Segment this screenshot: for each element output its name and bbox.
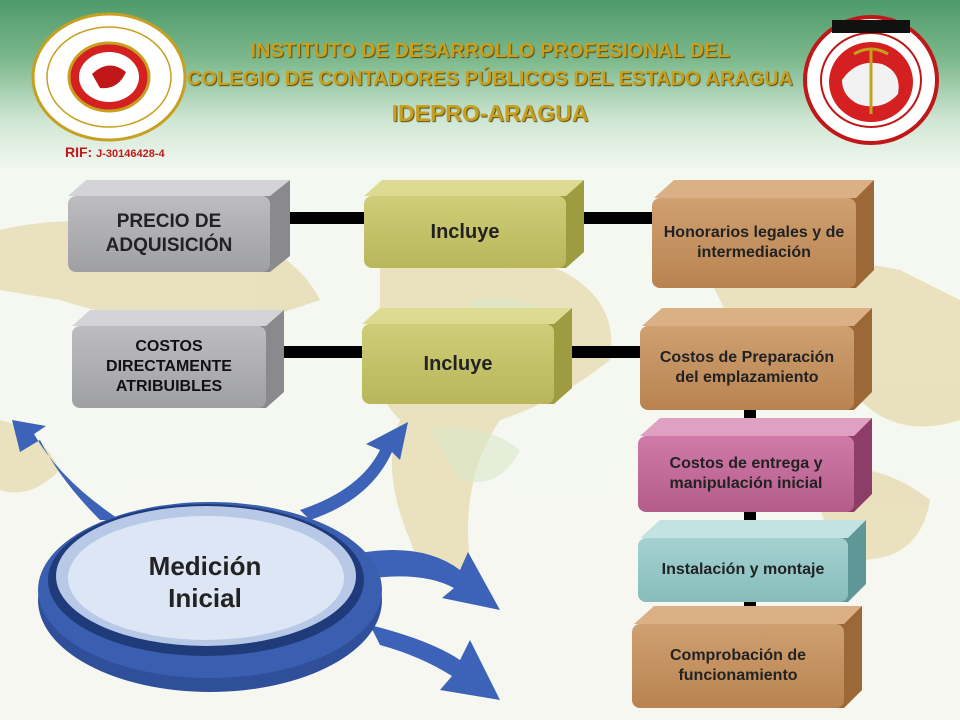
block-incluye-2-shape xyxy=(362,308,572,404)
block-comprobacion-shape xyxy=(632,606,862,708)
block-costos-directamente: COSTOS DIRECTAMENTE ATRIBUIBLES xyxy=(72,326,266,408)
rif-label-text: RIF: xyxy=(65,144,93,160)
block-honorarios: Honorarios legales y de intermediación xyxy=(652,198,856,288)
block-precio-adquisicion-shape xyxy=(68,180,290,272)
comprobacion-label: Comprobación de funcionamiento xyxy=(669,647,806,684)
arrow-group xyxy=(12,420,500,700)
precio-adquisicion-label: PRECIO DE ADQUISICIÓN xyxy=(105,211,233,256)
incluye-2-label: Incluye xyxy=(423,352,493,375)
header-title-line1: INSTITUTO DE DESARROLLO PROFESIONAL DEL xyxy=(250,40,730,62)
medicion-inicial-shape xyxy=(38,502,382,692)
rif-number: J-30146428-4 xyxy=(96,148,165,160)
block-costos-entrega-shape xyxy=(638,418,872,512)
costos-preparacion-label: Costos de Preparación del emplazamiento xyxy=(659,349,835,386)
block-incluye-1-shape xyxy=(364,180,584,268)
medicion-inicial: Medición Inicial xyxy=(110,540,300,624)
costos-directamente-label: COSTOS DIRECTAMENTE ATRIBUIBLES xyxy=(106,338,232,395)
block-incluye-1: Incluye xyxy=(364,196,566,268)
block-honorarios-shape xyxy=(652,180,874,288)
header-title-line3: IDEPRO-ARAGUA xyxy=(391,100,589,126)
rif-label: RIF: J-30146428-4 xyxy=(65,144,165,160)
block-instalacion-shape xyxy=(638,520,866,602)
colegio-contadores-seal-logo xyxy=(803,15,939,145)
arrow-left-icon xyxy=(12,420,120,520)
arrow-right-2-icon xyxy=(370,625,500,700)
block-costos-directamente-shape xyxy=(72,310,284,408)
idepro-seal-logo xyxy=(31,12,187,142)
block-comprobacion: Comprobación de funcionamiento xyxy=(632,624,844,708)
incluye-1-label: Incluye xyxy=(430,220,500,243)
medicion-inicial-label: Medición Inicial xyxy=(148,550,262,614)
block-instalacion: Instalación y montaje xyxy=(638,538,848,602)
instalacion-label: Instalación y montaje xyxy=(661,561,825,578)
header-title-line2: COLEGIO DE CONTADORES PÚBLICOS DEL ESTAD… xyxy=(187,68,793,90)
block-incluye-2: Incluye xyxy=(362,324,554,404)
block-costos-preparacion-shape xyxy=(640,308,872,410)
honorarios-label: Honorarios legales y de intermediación xyxy=(663,224,845,261)
block-precio-adquisicion: PRECIO DE ADQUISICIÓN xyxy=(68,196,270,272)
costos-entrega-label: Costos de entrega y manipulación inicial xyxy=(669,455,823,492)
block-costos-entrega: Costos de entrega y manipulación inicial xyxy=(638,436,854,512)
arrow-up-right-icon xyxy=(300,422,408,520)
arrow-right-1-icon xyxy=(350,550,500,610)
block-costos-preparacion: Costos de Preparación del emplazamiento xyxy=(640,326,854,410)
